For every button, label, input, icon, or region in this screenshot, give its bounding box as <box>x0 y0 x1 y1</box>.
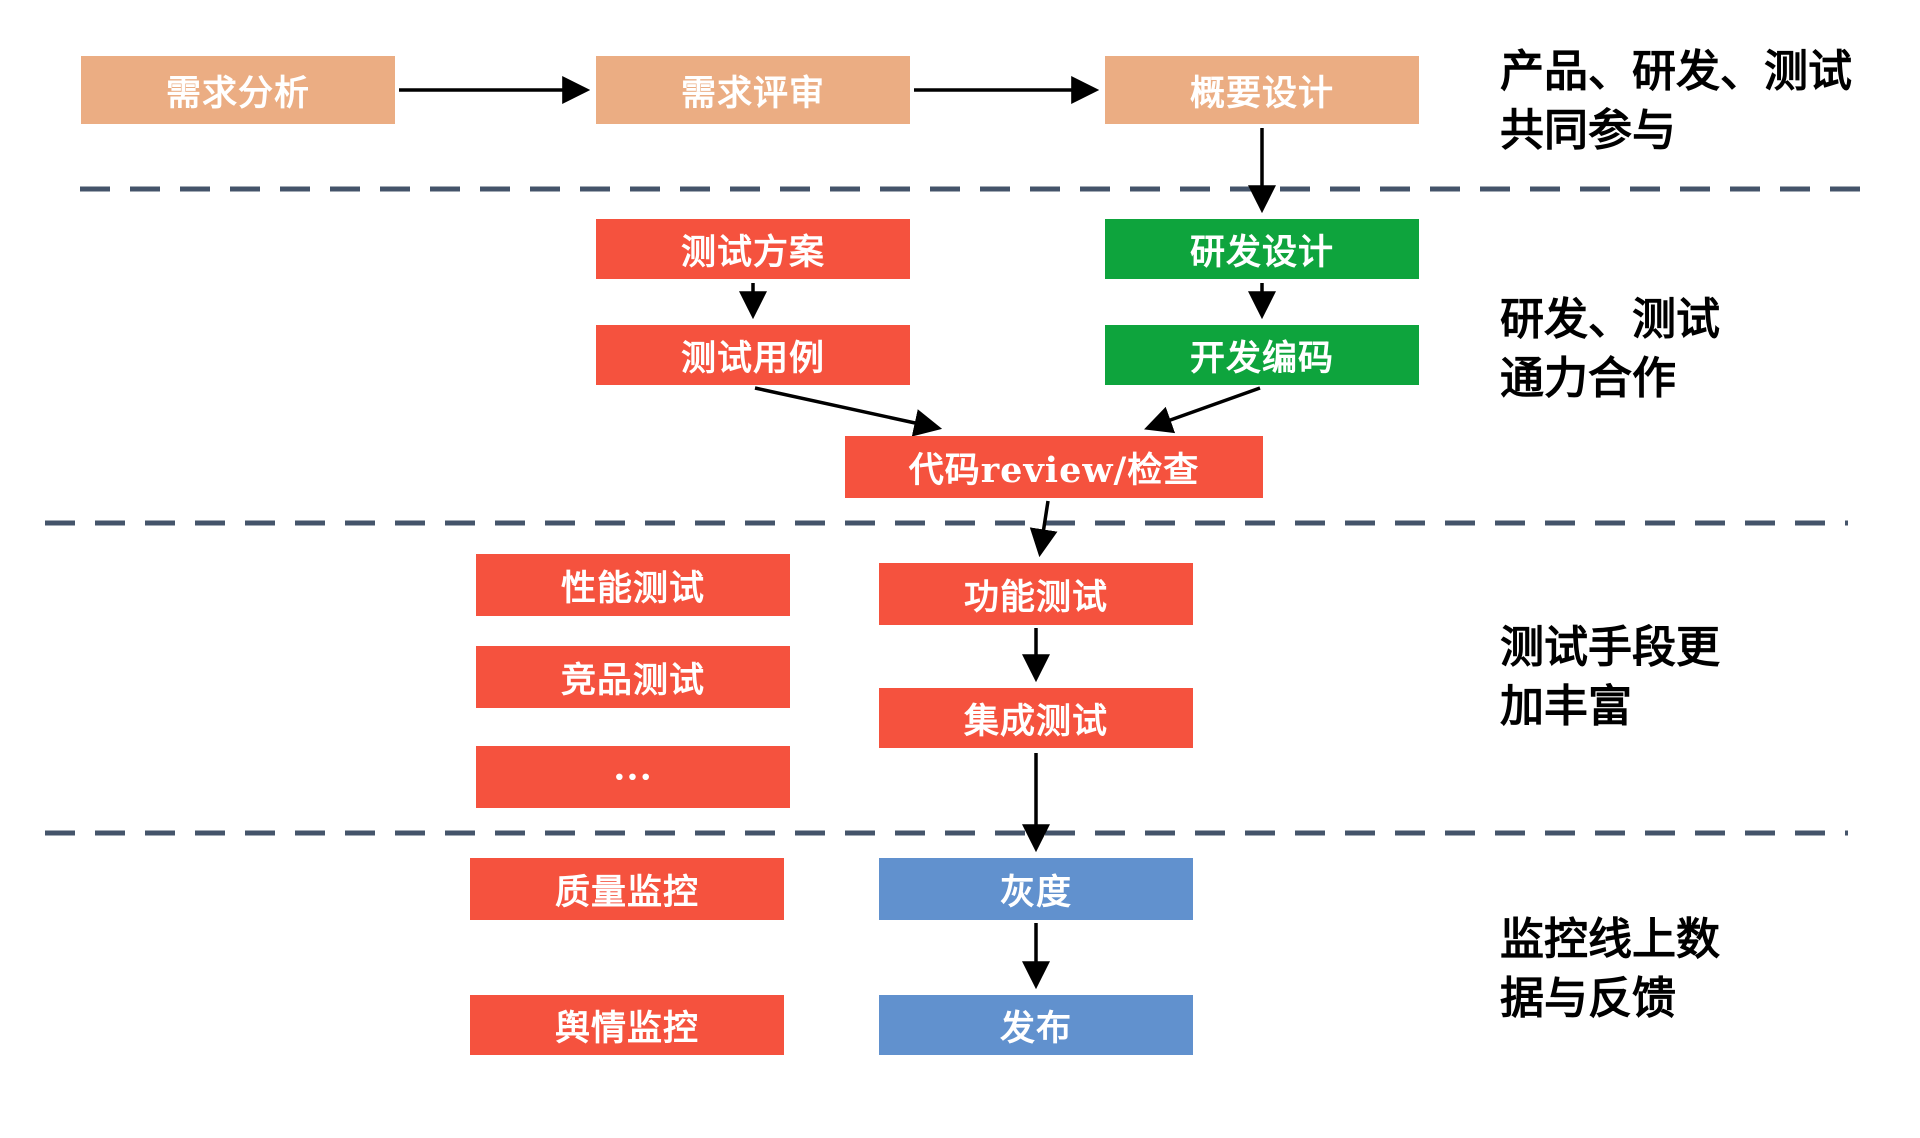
annotation-phase3-line2: 加丰富 <box>1500 681 1632 733</box>
node-code-review: 代码review/检查 <box>845 436 1263 498</box>
node-outline-design: 概要设计 <box>1105 56 1419 124</box>
node-sentiment-monitoring: 舆情监控 <box>470 995 784 1055</box>
arrow-testcase-codereview <box>754 386 943 437</box>
node-release: 发布 <box>879 995 1193 1055</box>
node-functional-test: 功能测试 <box>879 563 1193 625</box>
annotation-phase4-line1: 监控线上数 <box>1500 914 1720 965</box>
node-gray-release: 灰度 <box>879 858 1193 920</box>
node-rd-design: 研发设计 <box>1105 219 1419 279</box>
arrow-devcoding-codereview <box>1144 386 1261 434</box>
node-requirement-analysis: 需求分析 <box>81 56 395 124</box>
annotation-phase1-line1: 产品、研发、测试 <box>1500 46 1852 97</box>
node-competitor-test: 竞品测试 <box>476 646 790 708</box>
annotation-phase3: 测试手段更 加丰富 <box>1500 618 1720 737</box>
annotation-phase4-line2: 据与反馈 <box>1500 973 1676 1025</box>
node-integration-test: 集成测试 <box>879 688 1193 748</box>
annotation-phase1: 产品、研发、测试 共同参与 <box>1500 42 1852 161</box>
annotation-phase2-line2: 通力合作 <box>1500 353 1676 405</box>
annotation-phase1-line2: 共同参与 <box>1500 105 1676 157</box>
node-test-case: 测试用例 <box>596 325 910 385</box>
node-quality-monitoring: 质量监控 <box>470 858 784 920</box>
node-performance-test: 性能测试 <box>476 554 790 616</box>
node-test-plan: 测试方案 <box>596 219 910 279</box>
node-requirement-review: 需求评审 <box>596 56 910 124</box>
annotation-phase3-line1: 测试手段更 <box>1500 622 1720 673</box>
node-dev-coding: 开发编码 <box>1105 325 1419 385</box>
annotation-phase2: 研发、测试 通力合作 <box>1500 290 1720 409</box>
annotation-phase2-line1: 研发、测试 <box>1500 294 1720 345</box>
node-more-tests: ··· <box>476 746 790 808</box>
annotation-phase4: 监控线上数 据与反馈 <box>1500 910 1720 1029</box>
arrow-codereview-functest <box>1029 500 1058 558</box>
